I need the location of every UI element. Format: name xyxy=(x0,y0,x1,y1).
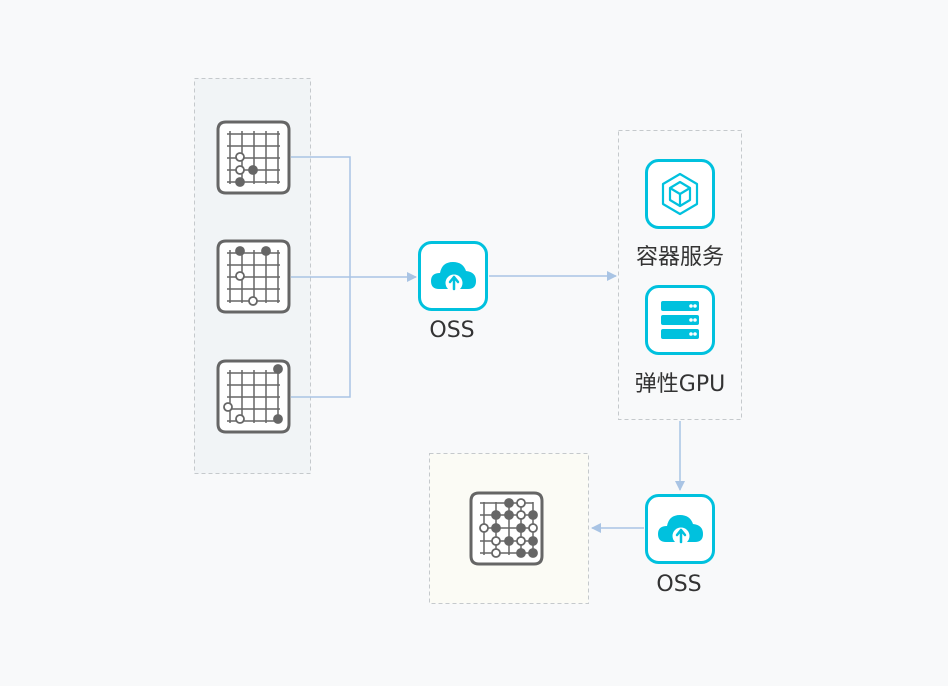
cloud-upload-icon xyxy=(431,262,476,292)
elastic-gpu-node xyxy=(645,285,715,355)
cube-icon xyxy=(661,172,699,216)
oss-top-label: OSS xyxy=(429,318,475,343)
go-board-icon xyxy=(216,359,291,434)
oss-bottom-label: OSS xyxy=(656,572,702,597)
server-icon xyxy=(661,301,699,339)
oss-bottom-node xyxy=(645,494,715,564)
go-board-icon xyxy=(216,239,291,314)
elastic-gpu-label: 弹性GPU xyxy=(634,372,726,397)
connectors xyxy=(291,156,685,533)
connector-board1 xyxy=(291,156,351,277)
cloud-upload-icon xyxy=(658,515,703,545)
container-service-label: 容器服务 xyxy=(635,245,724,270)
compute-group xyxy=(618,130,742,420)
oss-top-node xyxy=(418,241,488,311)
go-board-icon xyxy=(469,491,544,566)
go-board-icon xyxy=(216,120,291,195)
container-service-node xyxy=(645,159,715,229)
connector-board3 xyxy=(291,277,351,398)
